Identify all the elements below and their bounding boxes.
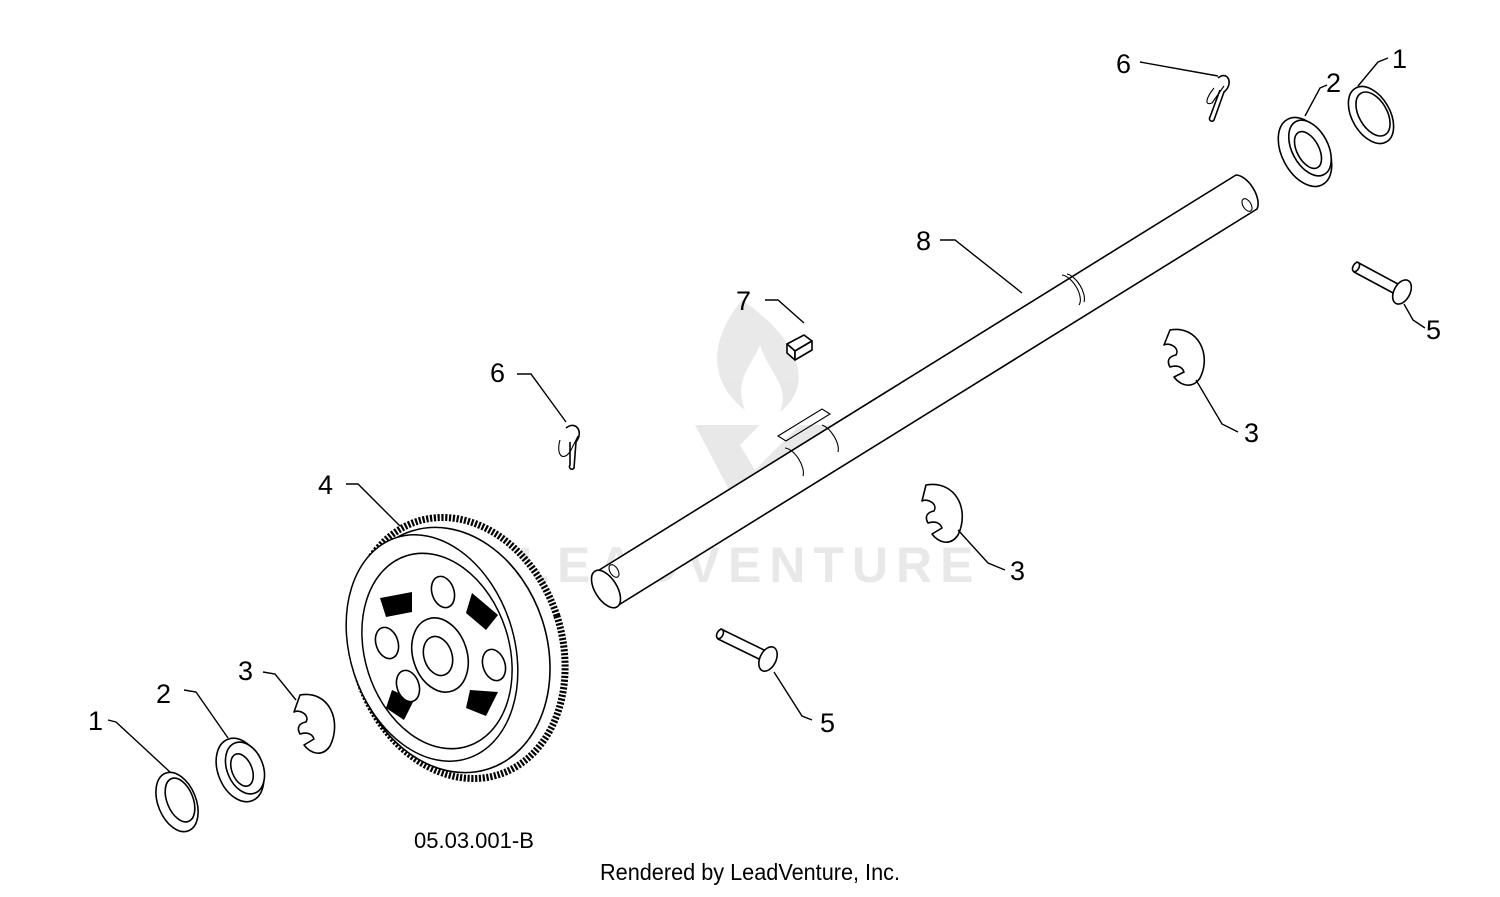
callout-7: 7 (736, 286, 751, 316)
callout-5-right: 5 (1426, 315, 1441, 345)
part-bushing-left[interactable] (207, 731, 273, 809)
watermark-flame-icon (717, 300, 799, 412)
watermark-text: LEADVENTURE (518, 537, 981, 593)
part-hairpin-clip-top[interactable] (1206, 74, 1230, 123)
callout-8: 8 (916, 226, 931, 256)
part-e-ring-right[interactable] (1163, 328, 1205, 386)
part-shaft[interactable] (586, 174, 1259, 613)
part-clevis-pin-bottom[interactable] (715, 628, 781, 674)
callout-2-left: 2 (156, 679, 171, 709)
callout-3-mid: 3 (1010, 556, 1025, 586)
callout-1-right: 1 (1392, 44, 1407, 74)
callout-4: 4 (318, 470, 333, 500)
part-clevis-pin-right[interactable] (1351, 261, 1415, 307)
callout-6-top: 6 (1116, 49, 1131, 79)
diagram-code: 05.03.001-B (414, 828, 534, 853)
callouts: 1 2 6 8 7 5 6 3 3 4 3 2 1 5 (88, 44, 1441, 738)
part-gear[interactable] (318, 489, 598, 806)
callout-1-left: 1 (88, 706, 103, 736)
part-washer-right[interactable] (1339, 79, 1403, 152)
callout-2-right: 2 (1326, 68, 1341, 98)
callout-3-left: 3 (238, 656, 253, 686)
part-e-ring-mid[interactable] (921, 483, 963, 543)
part-hairpin-clip-mid[interactable] (558, 424, 581, 471)
part-key[interactable] (786, 334, 813, 361)
watermark: LEADVENTURE (518, 300, 981, 593)
leader-lines (107, 57, 1426, 773)
part-e-ring-left[interactable] (293, 693, 336, 754)
callout-3-right: 3 (1244, 418, 1259, 448)
callout-5-bottom: 5 (820, 708, 835, 738)
rendered-by-credit: Rendered by LeadVenture, Inc. (600, 859, 900, 885)
part-bushing-right[interactable] (1267, 109, 1342, 196)
part-washer-left[interactable] (148, 766, 206, 838)
callout-6-mid: 6 (490, 358, 505, 388)
